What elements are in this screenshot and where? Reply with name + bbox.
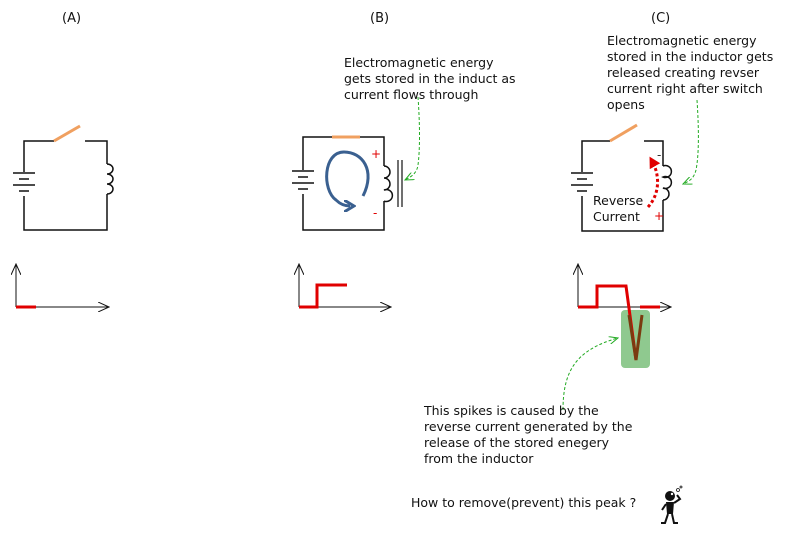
- panel-c-graph: [562, 264, 671, 411]
- annotation-line: released creating revser: [607, 65, 760, 80]
- voltage-spike: [627, 314, 644, 361]
- leader-line-spike: [562, 338, 618, 411]
- panel-b-label: (B): [370, 11, 390, 26]
- panel-a-label: (A): [62, 11, 82, 26]
- spike-highlight-box: [621, 310, 650, 368]
- panel-c-label: (C): [651, 11, 671, 26]
- note-line: reverse current generated by the: [424, 419, 633, 434]
- annotation-line: Electromagnetic energy: [344, 55, 494, 70]
- thinking-person-icon: [661, 485, 683, 524]
- battery-icon: [13, 172, 35, 192]
- wire-a-right-top: [85, 140, 108, 164]
- panel-a-graph: [16, 264, 109, 307]
- signal-c-step: [578, 284, 638, 361]
- leader-line-c: [683, 99, 699, 184]
- inductor-coil-a: [106, 163, 114, 195]
- polarity-plus-c: +: [654, 209, 665, 223]
- battery-icon: [292, 170, 314, 190]
- signal-b-step: [299, 283, 347, 309]
- polarity-minus-c: -: [657, 148, 662, 162]
- panel-a-circuit: [13, 124, 114, 231]
- note-line: release of the stored enegery: [424, 435, 610, 450]
- annotation-line: opens: [607, 97, 645, 112]
- panel-b-graph: [299, 264, 391, 307]
- polarity-plus-b: +: [371, 147, 382, 161]
- annotation-line: Electromagnetic energy: [607, 33, 757, 48]
- reverse-current-arrow: [646, 156, 661, 209]
- annotation-line: gets stored in the induct as: [344, 71, 516, 86]
- annotation-line: current flows through: [344, 87, 479, 102]
- polarity-minus-b: -: [373, 206, 378, 220]
- open-switch-c: [609, 123, 638, 143]
- panel-b-circuit: [292, 96, 420, 231]
- inductor-coil-c: [661, 164, 673, 201]
- note-line: from the inductor: [424, 451, 534, 466]
- inductor-coil-b: [383, 165, 394, 203]
- panel-c-circuit: [571, 99, 699, 232]
- reverse-current-label-line1: Reverse: [593, 193, 644, 208]
- wire-a-left-top: [23, 140, 54, 172]
- annotation-line: current right after switch: [607, 81, 763, 96]
- leader-line-b: [405, 96, 420, 180]
- open-switch-a: [53, 124, 81, 143]
- question-text: How to remove(prevent) this peak ?: [411, 495, 637, 510]
- battery-icon: [571, 172, 593, 192]
- reverse-current-label-line2: Current: [593, 209, 640, 224]
- wire-a-bottom: [23, 194, 108, 231]
- annotation-line: stored in the inductor gets: [607, 49, 774, 64]
- loop-current-arrow: [325, 150, 370, 206]
- note-line: This spikes is caused by the: [424, 403, 599, 418]
